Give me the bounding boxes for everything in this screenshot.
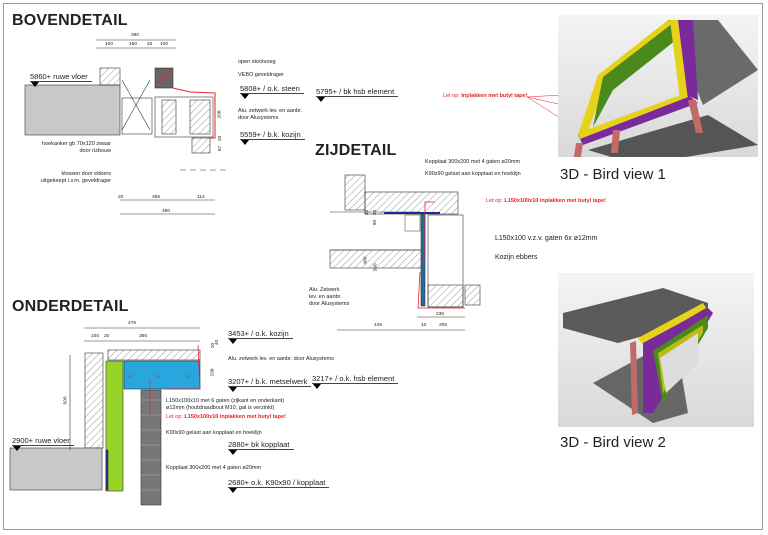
dim-390-zij: 390 — [373, 263, 379, 272]
dim-235: 235 — [436, 312, 445, 317]
bovendetail-title: BOVENDETAIL — [12, 12, 128, 29]
dim-100b: 100 — [160, 42, 169, 47]
dim-40: 40 — [147, 42, 153, 47]
label-alu-zij-1: Alu. Zetwerk — [309, 287, 340, 293]
label-alu-2: door Alusystems — [238, 115, 279, 121]
note-text: L150x100x10 inplakken met butyl tape! — [504, 198, 606, 204]
label-hoekanker-2: door rizbouw — [79, 148, 112, 154]
label-hoekanker-1: hoekanker gb 70x120 zwaar — [41, 141, 111, 147]
bovendetail-drawing — [24, 39, 230, 215]
label-l150-onder-1: L150x100x10 met 6 gaten (zijkant en onde… — [166, 398, 285, 404]
label-vebo: VEBO geveldrager — [238, 72, 284, 78]
dim-356: 356 — [152, 195, 161, 200]
note-l150-zij: Let op: L150x100x10 inplakken met butyl … — [486, 198, 606, 205]
dim-90-zij: 90 — [373, 219, 379, 226]
dim-20: 20 — [118, 195, 124, 200]
label-l150-zij: L150x100 v.z.v. gaten 6x ø12mm — [495, 235, 598, 242]
dim-445: 445 — [374, 323, 383, 328]
dim-100-onder: 100 — [91, 334, 100, 339]
level-ruwe-vloer-top: 5860+ ruwe vloer — [30, 72, 92, 87]
note-prefix: Let op: — [443, 93, 462, 99]
label-kopplaat-onder: Kopplaat 300x200 met 4 gaten ø20mm — [166, 465, 262, 471]
level-ok-steen: 5808+ / o.k. steen — [240, 84, 304, 99]
onderdetail-title: ONDERDETAIL — [12, 298, 129, 315]
label-alu-zij-3: door Alusystems — [309, 301, 350, 307]
label-open-stootvoeg: open stootvoeg — [238, 59, 276, 65]
level-ok-hsb: 3217+ / o.k. hsb element — [312, 374, 399, 389]
onderdetail-drawing — [9, 327, 201, 506]
zijdetail-drawing — [329, 174, 481, 331]
note-l150-onder: Let op: L150x100x10 inplakken met butyl … — [166, 414, 286, 421]
label-k90-zij: K90x90 gelast aan kopplaat en hoeklijn — [425, 171, 521, 177]
note-prefix: Let op: — [166, 414, 185, 420]
dim-67: 67 — [218, 145, 224, 152]
dim-238: 238 — [210, 368, 216, 377]
label-alu-1: Alu. zetwerk lev. en aanbr. — [238, 108, 303, 114]
zijdetail-title: ZIJDETAIL — [315, 142, 397, 159]
view-1-caption: 3D - Bird view 1 — [560, 166, 666, 183]
note-text: L150x100x10 inplakken met butyl tape! — [184, 414, 286, 420]
dim-480: 480 — [363, 256, 369, 265]
3d-bird-view-2-image — [558, 273, 754, 427]
level-ok-kozijn: 3453+ / o.k. kozijn — [228, 329, 293, 344]
label-alu-zij-2: lev. en aanbr. — [309, 294, 342, 300]
level-bk-hsb: 5795+ / bk hsb element — [316, 87, 399, 102]
dim-150: 150 — [129, 42, 138, 47]
3d-bird-view-1-image — [558, 15, 758, 165]
label-kopplaat-zij: Kopplaat 300x200 met 4 gaten ø20mm — [425, 159, 521, 165]
level-bk-kozijn: 5559+ / b.k. kozijn — [240, 130, 305, 145]
label-k90-onder: K90x90 gelast aan kopplaat en hoeklijn — [166, 430, 262, 436]
dim-100a: 100 — [105, 42, 114, 47]
dim-476: 476 — [128, 321, 137, 326]
dim-20-zij-b: 20 — [373, 209, 379, 216]
note-prefix: Let op: — [486, 198, 505, 204]
level-ok-k90: 2680+ o.k. K90x90 / kopplaat — [228, 478, 330, 493]
note-text: Inplakken met butyl tape! — [461, 93, 528, 99]
level-ruwe-vloer-bottom: 2900+ ruwe vloer — [12, 436, 74, 451]
dim-20v: 20 — [218, 135, 224, 142]
dim-356-onder: 356 — [139, 334, 148, 339]
note-butyl-tape: Let op: Inplakken met butyl tape! — [443, 93, 527, 100]
label-klossen-1: klossen door ebbers — [61, 171, 111, 177]
level-bk-metselwerk: 3207+ / b.k. metselwerk — [228, 377, 312, 392]
dim-40-onder-v: 40 — [215, 339, 221, 346]
label-alu-onder: Alu. zetwerk lev. en aanbr. door Alusyst… — [228, 356, 334, 362]
dim-10: 10 — [421, 323, 427, 328]
dim-490: 490 — [162, 209, 171, 214]
label-kozijn-ebbers: Kozijn ebbers — [495, 254, 538, 261]
dim-20-onder: 20 — [104, 334, 110, 339]
dim-114: 114 — [197, 195, 205, 200]
level-bk-kopplaat: 2880+ bk kopplaat — [228, 440, 294, 455]
dim-390: 390 — [131, 33, 140, 38]
label-klossen-2: uitgekeept i.v.m. geveldrager — [40, 178, 111, 184]
dim-500: 500 — [63, 396, 69, 405]
dim-208: 208 — [217, 110, 223, 119]
view-2-caption: 3D - Bird view 2 — [560, 434, 666, 451]
dim-206: 206 — [439, 323, 448, 328]
drawing-frame — [3, 3, 763, 530]
dim-20-zij-a: 20 — [365, 209, 371, 216]
label-l150-onder-2: ø12mm (houtdraadbout M10, gat is verzink… — [166, 405, 275, 411]
